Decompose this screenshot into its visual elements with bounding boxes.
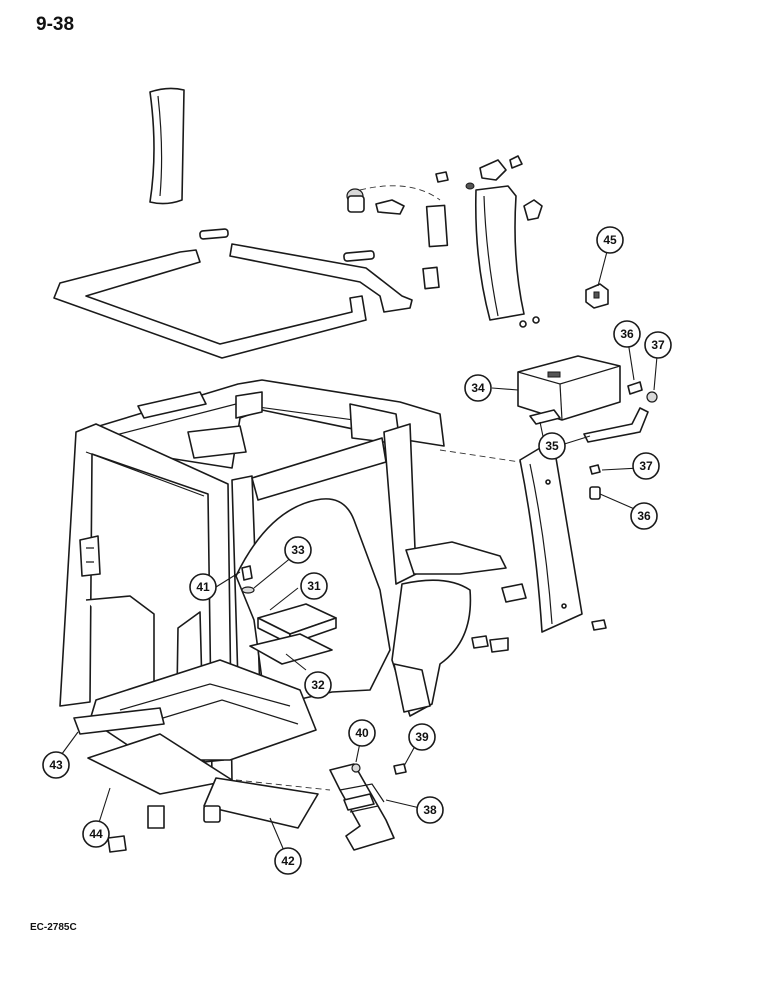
callout-37-bottom: 37 xyxy=(632,452,660,480)
svg-text:37: 37 xyxy=(651,338,665,352)
drawing-code: EC-2785C xyxy=(30,922,77,933)
rear-pillar-trim-upper xyxy=(149,87,185,205)
bolt-33-41 xyxy=(241,565,255,594)
svg-text:41: 41 xyxy=(196,580,210,594)
callout-32: 32 xyxy=(304,671,332,699)
callout-39: 39 xyxy=(408,723,436,751)
svg-text:32: 32 xyxy=(311,678,325,692)
cab-frame xyxy=(59,379,507,783)
svg-text:33: 33 xyxy=(291,543,305,557)
front-pillar-trim xyxy=(474,185,543,328)
callout-41: 41 xyxy=(189,573,217,601)
svg-text:43: 43 xyxy=(49,758,63,772)
step-assembly-38 xyxy=(329,763,395,851)
alignment-line-lower xyxy=(235,779,331,791)
callout-36-top: 36 xyxy=(613,320,641,348)
callout-44: 44 xyxy=(82,820,110,848)
blocks-right xyxy=(471,583,527,653)
alignment-line-upper xyxy=(439,449,521,463)
sill-plate-43 xyxy=(73,707,165,735)
loose-hardware-bottom xyxy=(107,805,221,853)
svg-text:42: 42 xyxy=(281,854,295,868)
callout-31: 31 xyxy=(300,572,328,600)
svg-text:40: 40 xyxy=(355,726,369,740)
svg-text:45: 45 xyxy=(603,233,617,247)
callout-35: 35 xyxy=(538,432,566,460)
roof-seal-frame xyxy=(53,228,413,359)
roof-hinge-hardware xyxy=(346,155,523,290)
tool-box xyxy=(517,355,621,421)
clip-45-part xyxy=(585,283,609,309)
rear-pillar-trim-lower xyxy=(519,447,583,633)
callout-37-top: 37 xyxy=(644,331,672,359)
svg-text:38: 38 xyxy=(423,803,437,817)
svg-text:34: 34 xyxy=(471,381,485,395)
svg-text:36: 36 xyxy=(637,509,651,523)
callout-33: 33 xyxy=(284,536,312,564)
tool-box-straps xyxy=(529,407,649,443)
step-fasteners xyxy=(351,763,407,775)
callout-43: 43 xyxy=(42,751,70,779)
callout-36-bottom: 36 xyxy=(630,502,658,530)
page-number: 9-38 xyxy=(36,14,75,35)
svg-text:39: 39 xyxy=(415,730,429,744)
callout-34: 34 xyxy=(464,374,492,402)
svg-text:37: 37 xyxy=(639,459,653,473)
callout-38: 38 xyxy=(416,796,444,824)
step-plate-42 xyxy=(203,777,319,829)
fasteners-right xyxy=(589,381,658,631)
callout-40: 40 xyxy=(348,719,376,747)
floor-mat-32 xyxy=(249,633,333,665)
svg-text:44: 44 xyxy=(89,827,103,841)
callout-42: 42 xyxy=(274,847,302,875)
svg-text:31: 31 xyxy=(307,579,321,593)
callout-45: 45 xyxy=(596,226,624,254)
svg-text:36: 36 xyxy=(620,327,634,341)
svg-text:35: 35 xyxy=(545,439,559,453)
